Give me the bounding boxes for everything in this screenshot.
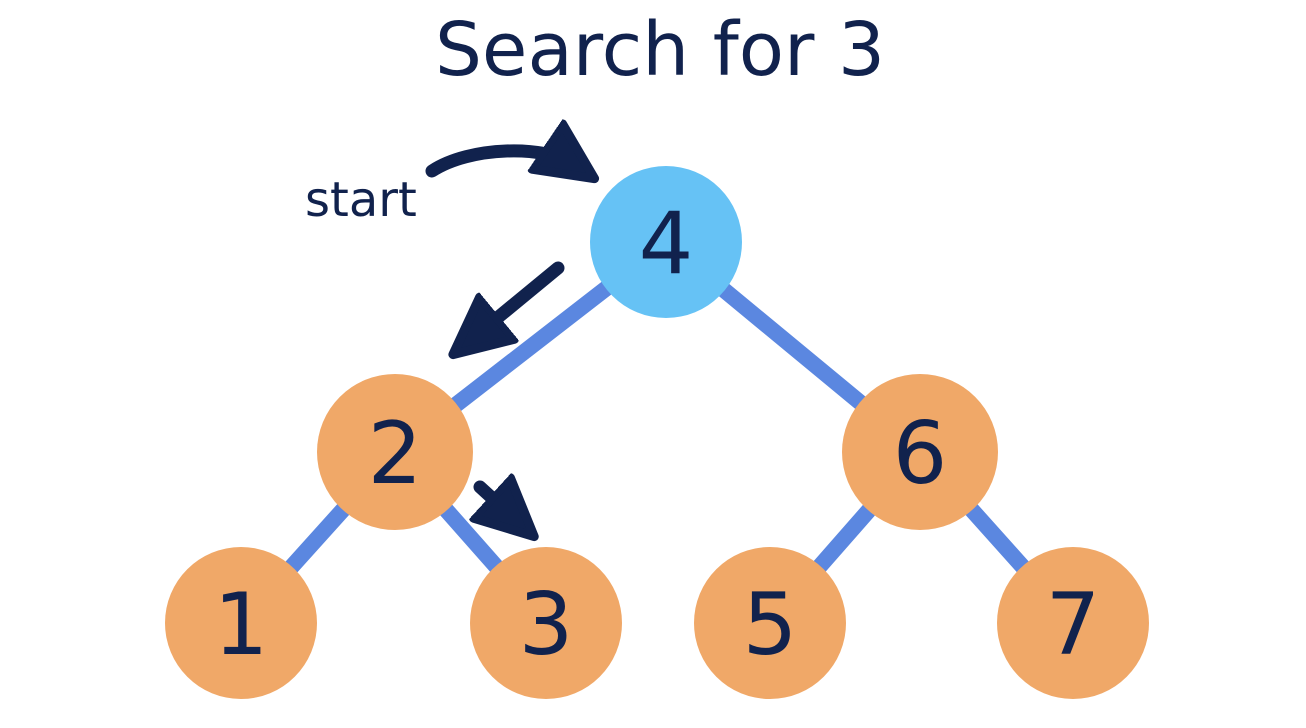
tree-node-1[interactable]: 1 xyxy=(165,547,317,699)
tree-node-4[interactable]: 4 xyxy=(590,166,742,318)
start-label: start xyxy=(305,172,417,228)
node-label-7: 7 xyxy=(1046,575,1101,675)
node-circle-4[interactable] xyxy=(590,166,742,318)
node-circle-1[interactable] xyxy=(165,547,317,699)
node-label-1: 1 xyxy=(214,575,269,675)
node-circle-5[interactable] xyxy=(694,547,846,699)
node-label-6: 6 xyxy=(893,404,948,504)
tree-node-6[interactable]: 6 xyxy=(842,374,998,530)
node-circle-3[interactable] xyxy=(470,547,622,699)
tree-node-2[interactable]: 2 xyxy=(317,374,473,530)
go-right-arrow-icon xyxy=(480,487,515,519)
node-circle-2[interactable] xyxy=(317,374,473,530)
tree-node-7[interactable]: 7 xyxy=(997,547,1149,699)
node-label-5: 5 xyxy=(743,575,798,675)
tree-node-5[interactable]: 5 xyxy=(694,547,846,699)
node-circle-6[interactable] xyxy=(842,374,998,530)
node-label-4: 4 xyxy=(639,194,694,294)
go-left-arrow-icon xyxy=(473,261,565,338)
page-title: Search for 3 xyxy=(435,7,885,93)
node-layer: 4 2 6 1 3 5 xyxy=(165,166,1149,699)
annotation-layer: start xyxy=(305,151,573,519)
tree-node-3[interactable]: 3 xyxy=(470,547,622,699)
start-arrow-icon xyxy=(425,151,573,171)
node-label-3: 3 xyxy=(519,575,574,675)
node-circle-7[interactable] xyxy=(997,547,1149,699)
node-label-2: 2 xyxy=(368,404,423,504)
